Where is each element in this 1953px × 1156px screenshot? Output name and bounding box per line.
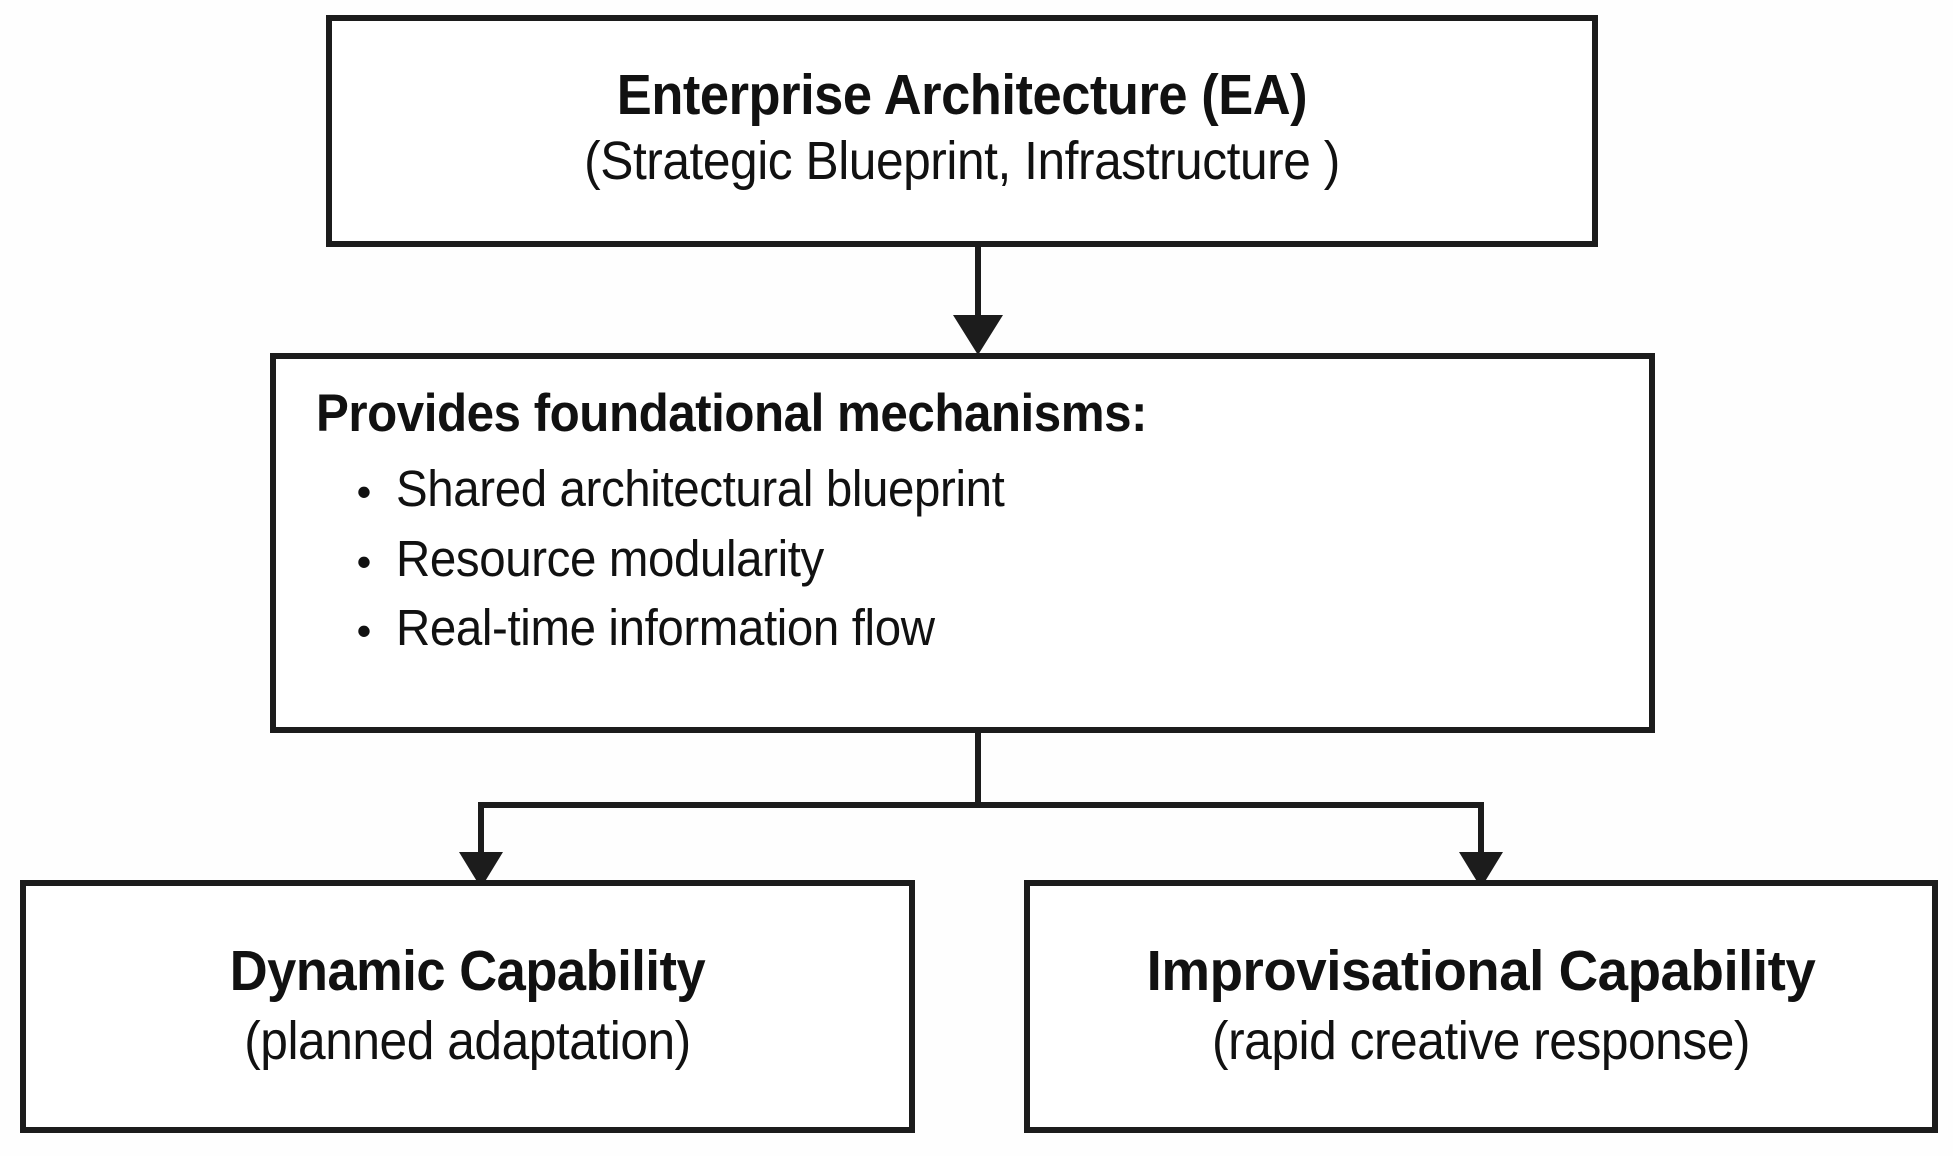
list-item-label: Real-time information flow — [396, 598, 935, 656]
connector-split-right-drop — [1478, 802, 1484, 862]
node-foundational-mechanisms: Provides foundational mechanisms: • Shar… — [270, 353, 1655, 733]
arrow-down-icon-ea-to-mechanisms — [953, 315, 1003, 355]
connector-split-bar — [478, 802, 1484, 808]
list-item: • Real-time information flow — [276, 596, 1649, 659]
node-foundational-mechanisms-heading: Provides foundational mechanisms: — [316, 384, 1147, 443]
node-dynamic-capability: Dynamic Capability (planned adaptation) — [20, 880, 915, 1133]
connector-split-left-drop — [478, 802, 484, 862]
node-improvisational-capability: Improvisational Capability (rapid creati… — [1024, 880, 1938, 1133]
node-dynamic-capability-subtitle: (planned adaptation) — [244, 1011, 691, 1072]
connector-split-stem — [975, 733, 981, 808]
bullet-icon: • — [356, 606, 372, 654]
node-enterprise-architecture-title: Enterprise Architecture (EA) — [616, 62, 1308, 127]
foundational-mechanisms-list: • Shared architectural blueprint • Resou… — [276, 457, 1649, 665]
node-improvisational-capability-title: Improvisational Capability — [1146, 939, 1816, 1004]
list-item-label: Resource modularity — [396, 529, 824, 587]
list-item-label: Shared architectural blueprint — [396, 460, 1005, 518]
bullet-icon: • — [356, 468, 372, 516]
bullet-icon: • — [356, 537, 372, 585]
connector-ea-to-mechanisms-stem — [975, 247, 981, 323]
node-dynamic-capability-title: Dynamic Capability — [229, 939, 706, 1004]
node-enterprise-architecture: Enterprise Architecture (EA) (Strategic … — [326, 15, 1598, 247]
node-enterprise-architecture-subtitle: (Strategic Blueprint, Infrastructure ) — [584, 130, 1340, 191]
list-item: • Shared architectural blueprint — [276, 457, 1649, 520]
node-improvisational-capability-subtitle: (rapid creative response) — [1212, 1011, 1750, 1072]
list-item: • Resource modularity — [276, 527, 1649, 590]
